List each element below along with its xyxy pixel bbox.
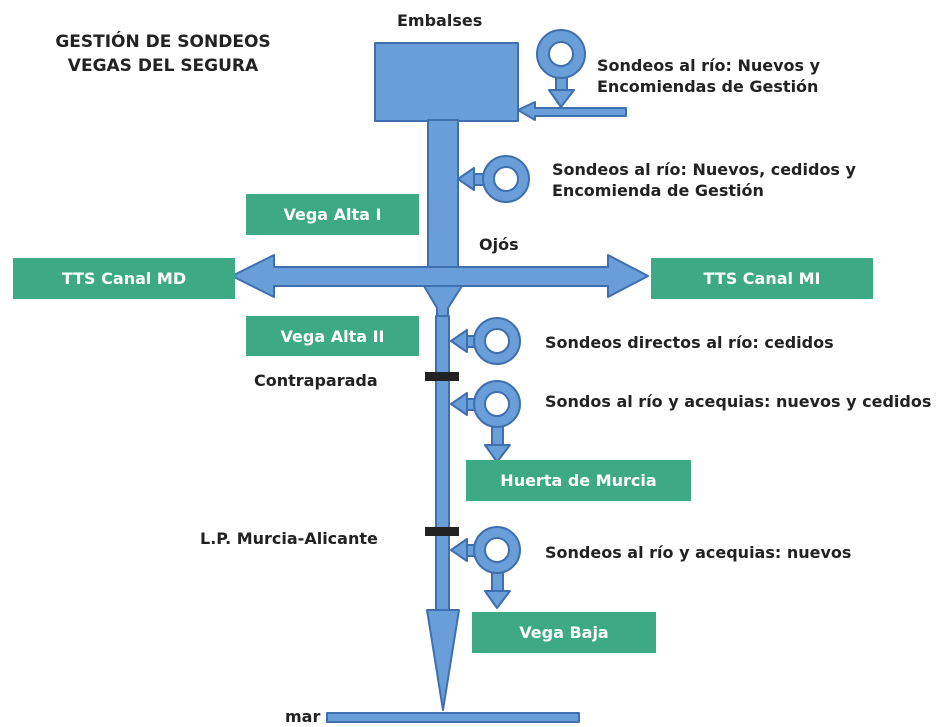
well-vega-baja-text: Sondeos al río y acequias: nuevos: [545, 543, 852, 562]
tts-canal-arrow: [231, 254, 649, 298]
well-upper-text: Sondeos al río: Nuevos, cedidos y Encomi…: [552, 159, 856, 201]
well-vega-alta-2-text: Sondeos directos al río: cedidos: [545, 333, 834, 352]
vega-alta-1-box: Vega Alta I: [246, 194, 419, 235]
well-vega-baja-icon: [450, 526, 521, 609]
river-mouth-arrow: [426, 609, 460, 711]
tts-canal-mi-box: TTS Canal MI: [651, 258, 873, 299]
mar-label: mar: [285, 707, 321, 726]
well-reservoir-text: Sondeos al río: Nuevos y Encomiendas de …: [597, 55, 820, 97]
title-line-1: GESTIÓN DE SONDEOS: [55, 32, 271, 52]
diagram-title: GESTIÓN DE SONDEOS VEGAS DEL SEGURA: [26, 30, 300, 78]
lp-murcia-alicante-label: L.P. Murcia-Alicante: [200, 529, 378, 548]
contraparada-label: Contraparada: [254, 371, 378, 390]
title-line-2: VEGAS DEL SEGURA: [67, 56, 259, 76]
well-upper-line-2: Encomienda de Gestión: [552, 181, 764, 200]
huerta-de-murcia-box: Huerta de Murcia: [466, 460, 691, 501]
lp-murcia-alicante-marker: [425, 527, 459, 536]
well-reservoir-line-2: Encomiendas de Gestión: [597, 77, 819, 96]
lower-channel: [435, 315, 450, 617]
contraparada-weir: [425, 372, 459, 381]
ojos-label: Ojós: [479, 235, 519, 254]
ojos-funnel: [423, 285, 463, 319]
reservoir-inflow-arrow: [517, 101, 627, 121]
well-reservoir-line-1: Sondeos al río: Nuevos y: [597, 56, 821, 75]
well-huerta-icon: [450, 380, 521, 463]
reservoir-block: [374, 42, 519, 122]
upper-channel: [427, 119, 459, 276]
sea-line: [326, 712, 580, 723]
vega-alta-2-box: Vega Alta II: [246, 316, 419, 356]
well-huerta-text: Sondos al río y acequias: nuevos y cedid…: [545, 392, 932, 411]
vega-baja-box: Vega Baja: [472, 612, 656, 653]
embalses-label: Embalses: [397, 11, 483, 30]
tts-canal-md-box: TTS Canal MD: [13, 258, 235, 299]
well-upper-line-1: Sondeos al río: Nuevos, cedidos y: [552, 160, 856, 179]
